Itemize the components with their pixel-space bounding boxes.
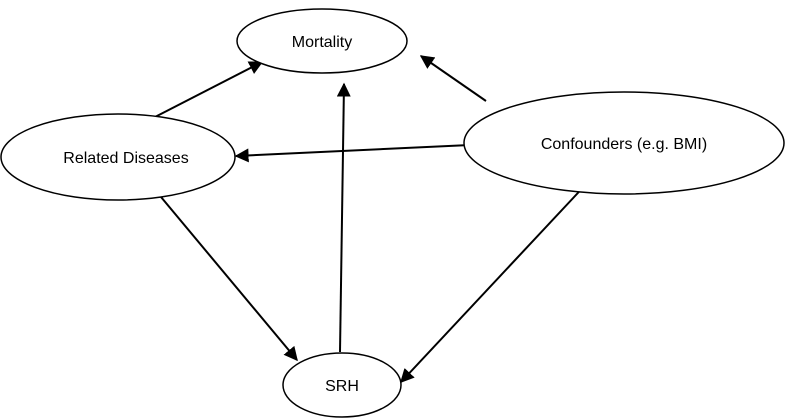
node-related-diseases-label: Related Diseases [63,150,188,167]
node-confounders-label: Confounders (e.g. BMI) [541,136,707,153]
edge-related-diseases-to-srh [160,196,298,362]
edge-confounders-to-srh [400,179,591,384]
node-mortality-label: Mortality [292,34,352,51]
edges-group [154,55,591,384]
edge-related-diseases-to-mortality [154,61,264,118]
edge-confounders-to-related-diseases [234,144,471,163]
node-srh: SRH [282,352,402,418]
node-mortality: Mortality [236,8,408,74]
node-srh-label: SRH [325,378,359,395]
node-confounders: Confounders (e.g. BMI) [463,91,785,195]
node-related-diseases: Related Diseases [0,113,236,201]
edge-srh-to-mortality [336,82,351,353]
edge-confounders-to-mortality [419,55,487,102]
